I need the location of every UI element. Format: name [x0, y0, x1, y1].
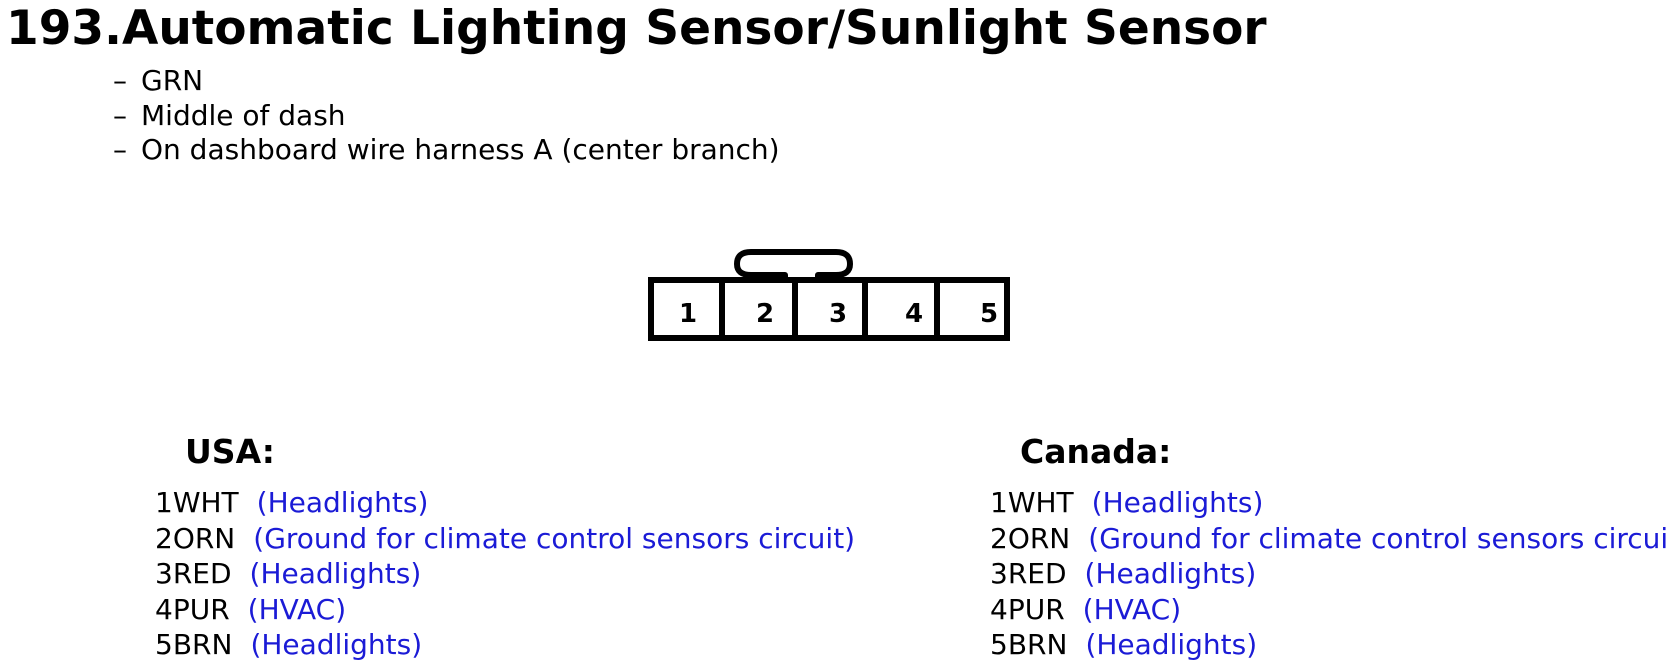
pin-code: 3RED — [990, 557, 1067, 590]
pin-row: 1WHT (Headlights) — [155, 485, 855, 521]
pin-description: (Headlights) — [1091, 486, 1264, 519]
pin-description: (Ground for climate control sensors circ… — [1088, 521, 1668, 555]
pin-label-3: 3 — [829, 299, 847, 329]
pin-row: 4PUR (HVAC) — [155, 592, 855, 628]
pin-row: 5BRN (Headlights) — [990, 627, 1668, 663]
connector-diagram: 1 2 3 4 5 — [648, 249, 1010, 341]
pin-code: 2ORN — [155, 521, 236, 555]
pin-description: (Headlights) — [1084, 557, 1257, 590]
pin-code: 1WHT — [155, 486, 239, 519]
pin-code: 1WHT — [990, 486, 1074, 519]
pin-row: 3RED (Headlights) — [990, 556, 1668, 592]
connector-body — [648, 277, 1010, 341]
pin-description: (Headlights) — [249, 557, 422, 590]
pin-label-1: 1 — [679, 299, 697, 329]
usa-pinout: USA: 1WHT (Headlights) 2ORN (Ground for cl… — [155, 432, 855, 663]
pin-description: (HVAC) — [247, 592, 347, 626]
pin-row: 2ORN (Ground for climate control sensors … — [990, 521, 1668, 557]
connector-latch — [734, 249, 853, 293]
pin-row: 2ORN (Ground for climate control sensors … — [155, 521, 855, 557]
list-item-location: –Middle of dash — [113, 99, 780, 134]
pin-code: 3RED — [155, 557, 232, 590]
pin-label-5: 5 — [980, 299, 998, 329]
pin-label-4: 4 — [905, 299, 923, 329]
pin-description: (Headlights) — [256, 486, 429, 519]
pin-row: 5BRN (Headlights) — [155, 627, 855, 663]
pin-row: 3RED (Headlights) — [155, 556, 855, 592]
usa-heading: USA: — [185, 432, 275, 471]
bullet-text: GRN — [141, 64, 204, 97]
canada-pinout: Canada: 1WHT (Headlights) 2ORN (Ground for… — [990, 432, 1668, 663]
bullet-text: Middle of dash — [141, 98, 346, 132]
pin-code: 5BRN — [990, 628, 1068, 661]
page-title: 193.Automatic Lighting Sensor/Sunlight S… — [6, 1, 1267, 56]
bullet-dash: – — [113, 133, 127, 166]
pin-description: (HVAC) — [1082, 592, 1182, 626]
pin-row: 1WHT (Headlights) — [990, 485, 1668, 521]
pin-code: 5BRN — [155, 628, 233, 661]
pin-code: 4PUR — [155, 592, 230, 626]
pin-description: (Headlights) — [250, 628, 423, 661]
pin-row: 4PUR (HVAC) — [990, 592, 1668, 628]
pin-code: 2ORN — [990, 521, 1071, 555]
list-item-color: –GRN — [113, 64, 780, 99]
pin-label-2: 2 — [756, 299, 774, 329]
bullet-dash: – — [113, 98, 127, 132]
pin-description: (Ground for climate control sensors circ… — [253, 521, 856, 555]
connector-info-list: –GRN –Middle of dash –On dashboard wire … — [113, 64, 780, 168]
list-item-harness: –On dashboard wire harness A (center bra… — [113, 133, 780, 168]
pin-description: (Headlights) — [1085, 628, 1258, 661]
pin-code: 4PUR — [990, 592, 1065, 626]
canada-heading: Canada: — [1020, 432, 1172, 471]
bullet-text: On dashboard wire harness A (center bran… — [141, 133, 780, 166]
bullet-dash: – — [113, 64, 127, 97]
